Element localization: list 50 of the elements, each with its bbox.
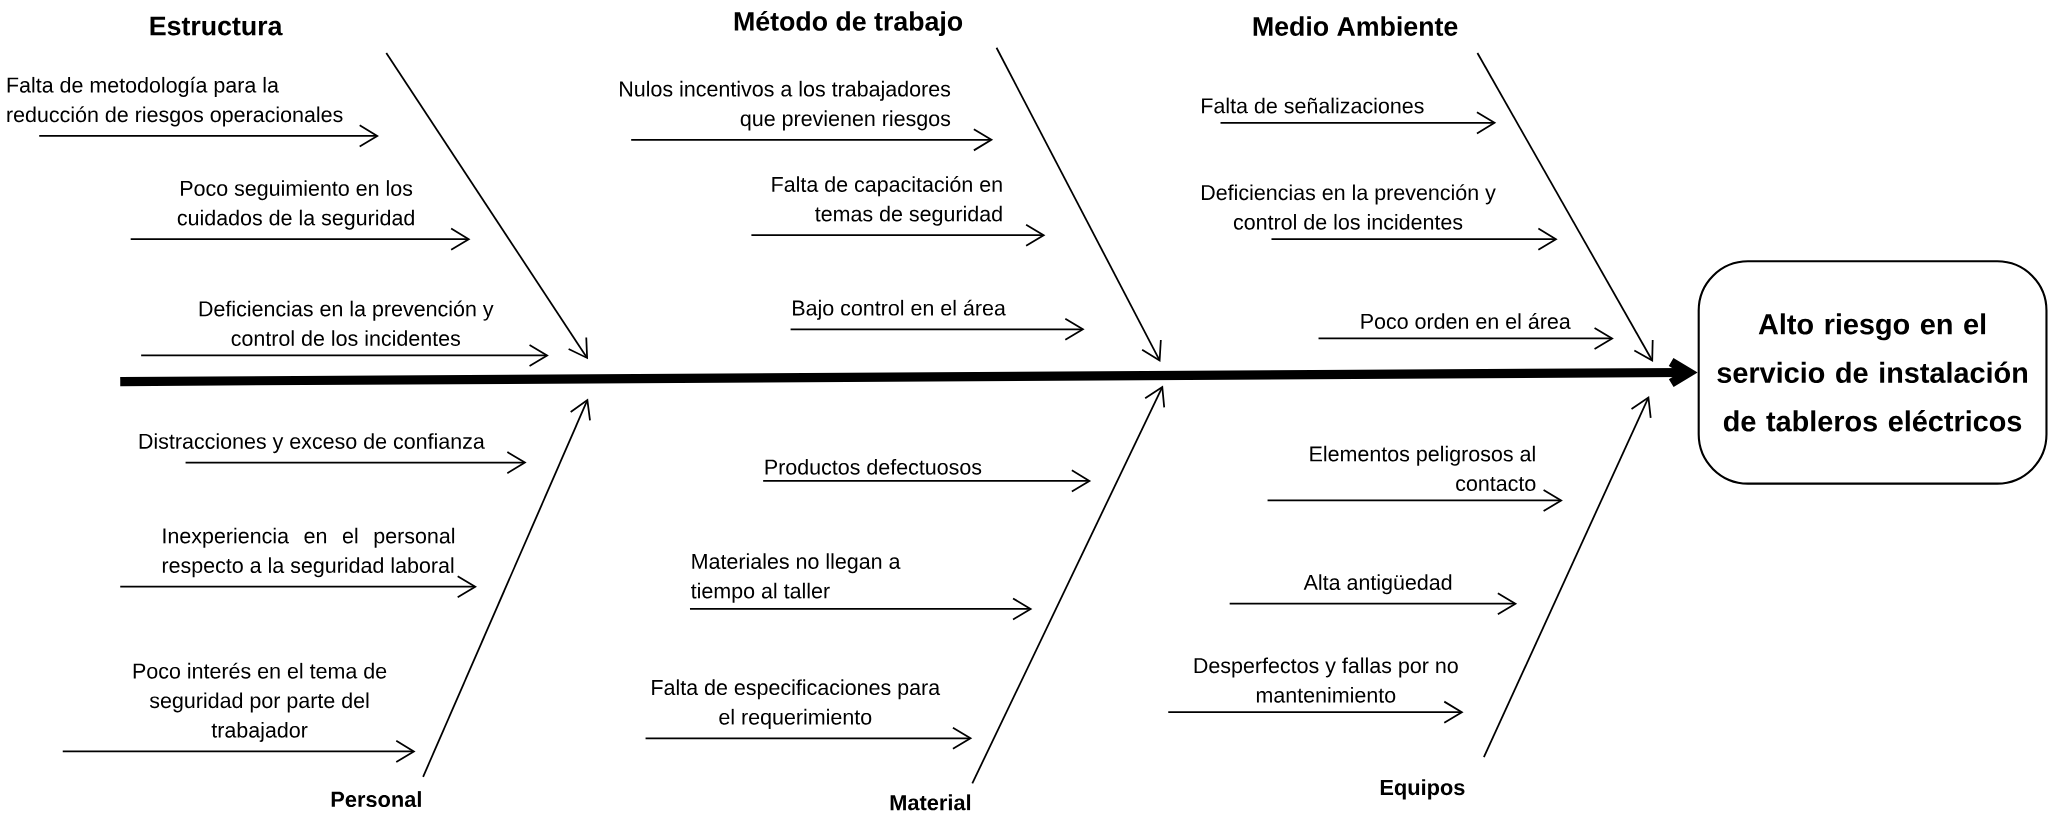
cause-arrow <box>1593 327 1614 351</box>
cause-label: Nulos incentivos a los trabajadores que previenen riesgos <box>620 81 951 131</box>
cause-label: Productos defectuosos <box>765 459 982 475</box>
cause-arrow <box>1496 592 1518 616</box>
category-heading: Equipos <box>1380 779 1465 800</box>
cause-label: Falta de especificaciones para el requerimiento <box>652 679 941 730</box>
cause-label: Falta de metodología para la reducción de riesgos operacionales <box>7 76 343 127</box>
cause-label: Alta antigüedad <box>1303 574 1452 595</box>
cause-label: Deficiencias en la prevención y control de los incidentes <box>1202 184 1496 230</box>
effect-box: Alto riesgo en el servicio de instalación de tableros eléctricos <box>1697 260 2048 485</box>
category-heading: Material <box>890 794 971 811</box>
bone-arrow <box>422 398 591 778</box>
cause-arrow <box>450 227 471 251</box>
bone-arrow <box>1483 396 1652 759</box>
spine-arrow <box>120 358 1698 388</box>
bone-arrow <box>385 52 589 360</box>
cause-arrow <box>506 451 527 475</box>
cause-arrow <box>952 727 973 750</box>
cause-arrow <box>1443 700 1464 724</box>
cause-arrow <box>973 128 994 152</box>
cause-arrow <box>1025 224 1046 247</box>
category-heading: Método de trabajo <box>734 11 963 37</box>
cause-arrow <box>456 575 477 599</box>
cause-arrow <box>395 740 416 763</box>
cause-label: Poco interés en el tema de seguridad por parte del trabajador <box>133 662 387 743</box>
cause-arrow <box>689 597 1033 621</box>
category-heading: Estructura <box>150 16 283 36</box>
cause-label: Poco seguimiento en los cuidados de la seguridad <box>177 180 414 230</box>
cause-arrow <box>358 124 379 148</box>
cause-arrow <box>528 344 549 368</box>
cause-label: Falta de señalizaciones <box>1202 97 1424 114</box>
cause-label: Poco orden en el área <box>1361 313 1571 330</box>
cause-arrow <box>762 469 1092 493</box>
cause-label: Deficiencias en la prevención y control de los incidentes <box>199 300 494 347</box>
bone-arrow <box>995 47 1162 363</box>
bone-arrow <box>971 385 1166 785</box>
cause-arrow <box>1537 227 1558 251</box>
cause-label: Bajo control en el área <box>793 299 1006 321</box>
category-heading: Medio Ambiente <box>1253 16 1458 37</box>
cause-arrow <box>1542 489 1563 513</box>
cause-label: Materiales no llegan a tiempo al taller <box>691 553 901 603</box>
cause-label: Distracciones y exceso de confianza <box>139 433 485 454</box>
cause-label: Elementos peligrosos al contacto <box>1310 445 1536 492</box>
cause-label: Falta de capacitación en temas de seguridad <box>772 176 1002 226</box>
category-heading: Personal <box>331 791 421 808</box>
cause-label: Desperfectos y fallas por no mantenimiento <box>1194 657 1458 703</box>
cause-arrow <box>1064 318 1085 341</box>
bone-arrow <box>1476 52 1654 363</box>
cause-label: Inexperiencia en el personal respecto a la seguridad laboral <box>162 527 455 578</box>
cause-arrow <box>1476 111 1497 135</box>
